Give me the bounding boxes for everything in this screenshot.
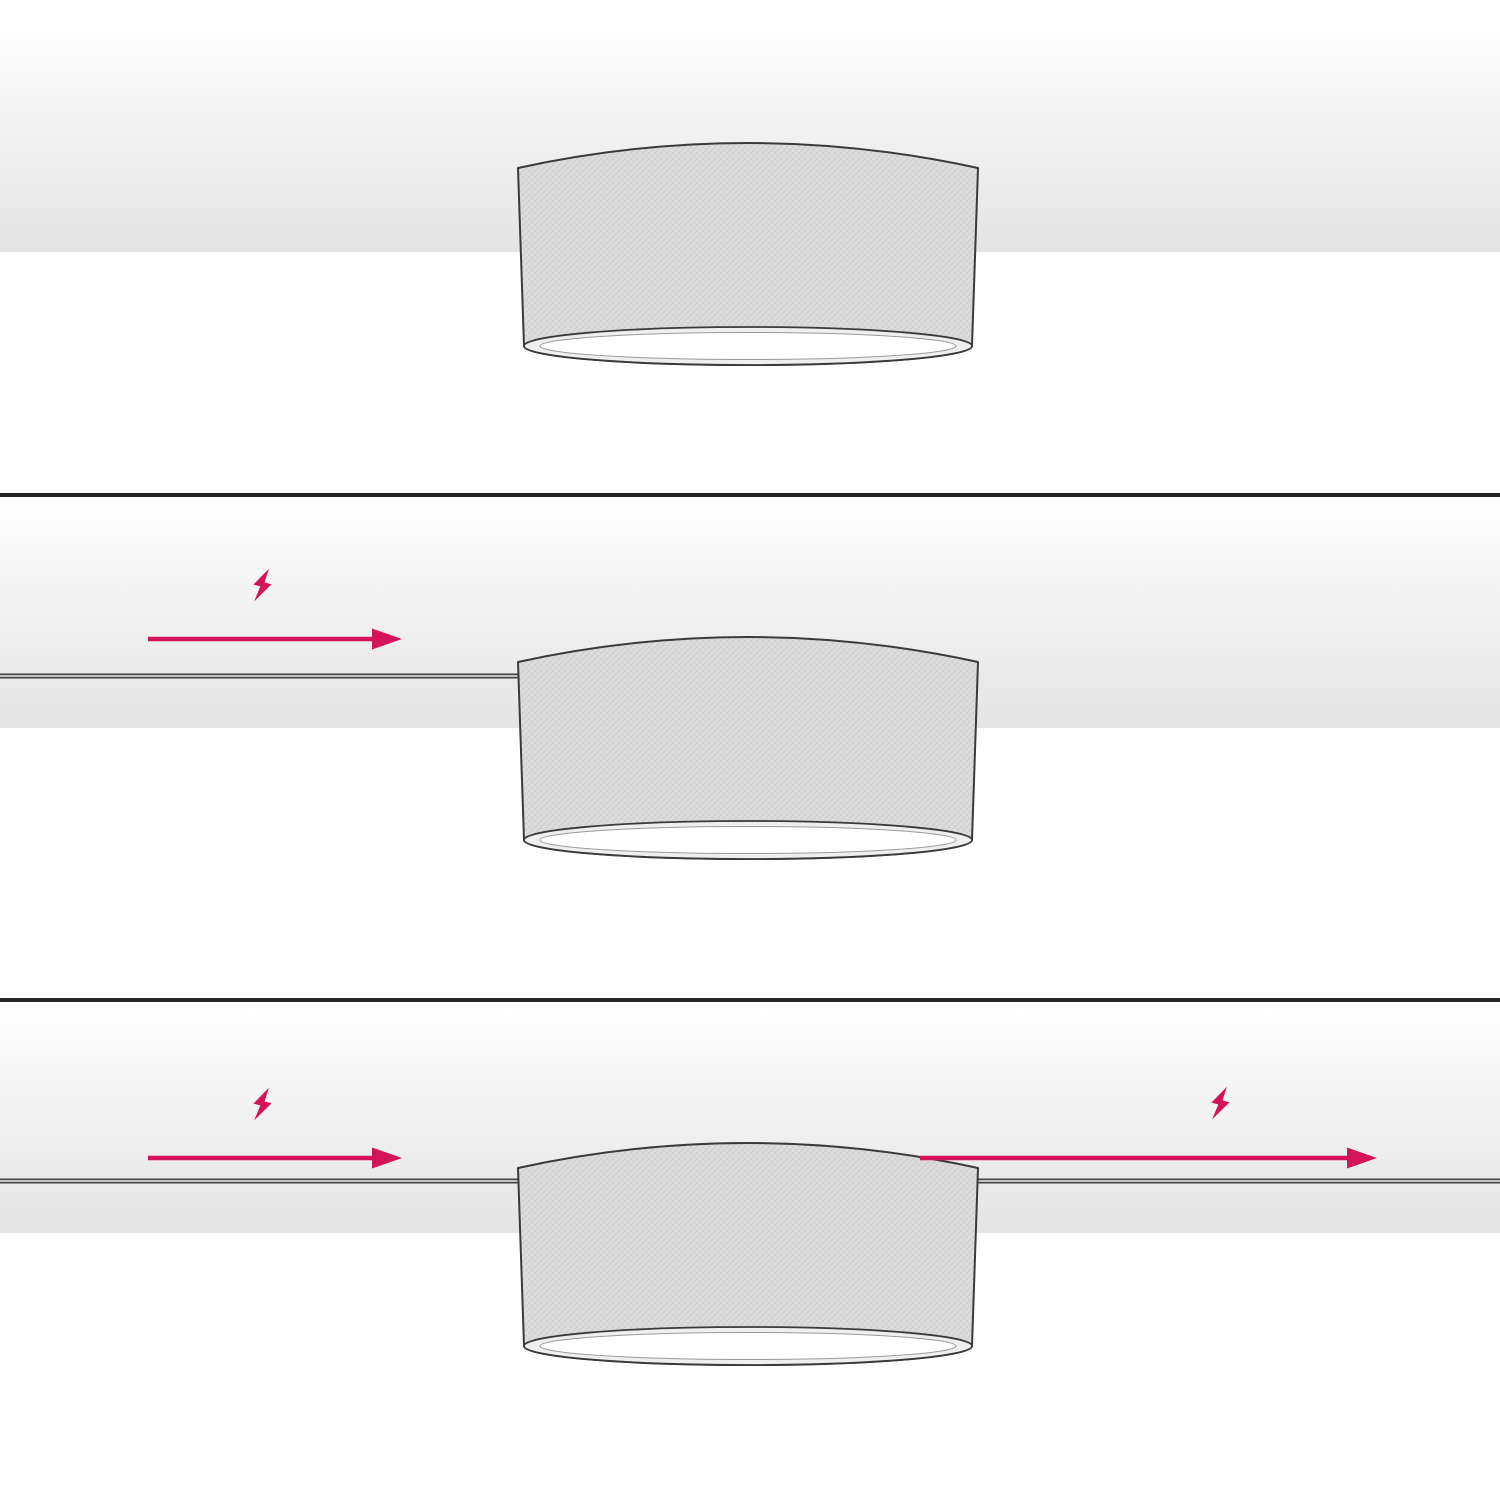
panel-separator: [0, 998, 1500, 1002]
current-direction-arrow-right: [920, 1147, 1377, 1169]
current-direction-arrow-left: [148, 1147, 402, 1169]
drum-lampshade: [517, 142, 979, 366]
drum-lampshade: [517, 636, 979, 860]
current-direction-arrow: [148, 628, 402, 650]
panel-lamp-cable-left: [0, 497, 1500, 860]
panel-lamp-cable-through: [0, 1002, 1500, 1366]
drum-lampshade: [517, 1142, 979, 1366]
panel-separator: [0, 493, 1500, 497]
panel-lamp-no-cable: [0, 18, 1500, 366]
